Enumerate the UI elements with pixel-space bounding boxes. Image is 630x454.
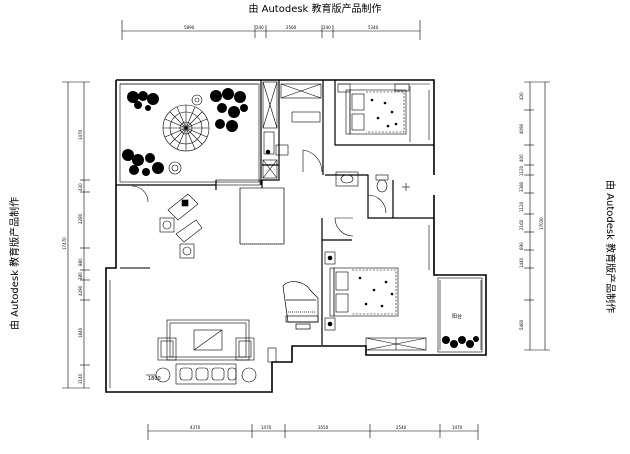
dim-bottom-1: 4370 bbox=[190, 425, 201, 430]
dim-right-7: 2160 bbox=[519, 219, 524, 230]
study-desk bbox=[159, 193, 203, 259]
storage-cabinets bbox=[262, 81, 322, 179]
dim-bottom-2: 1470 bbox=[261, 425, 272, 430]
dim-right-1: 430 bbox=[519, 92, 524, 100]
living-room-furniture bbox=[146, 319, 277, 385]
dim-left-5: 380 bbox=[78, 272, 83, 280]
dim-left-2: 430 bbox=[78, 183, 83, 191]
left-dimension-line bbox=[62, 81, 90, 389]
dim-right-10: 5460 bbox=[519, 319, 524, 330]
rosette-ornament bbox=[162, 104, 210, 152]
grand-piano bbox=[282, 281, 319, 330]
balcony-label: 阳台 bbox=[452, 313, 462, 320]
dim-right-5: 3380 bbox=[519, 181, 524, 192]
corner-note: 1800 bbox=[148, 376, 161, 382]
exterior-walls bbox=[105, 79, 487, 393]
dim-right-3: 400 bbox=[519, 154, 524, 162]
dim-left-6: 4290 bbox=[78, 285, 83, 296]
dim-left-total: 17470 bbox=[62, 237, 67, 250]
second-bed bbox=[324, 251, 427, 351]
dim-left-7: 1840 bbox=[78, 327, 83, 338]
dim-top-1: 5890 bbox=[184, 25, 195, 30]
dim-left-1: 3470 bbox=[78, 129, 83, 140]
dim-right-8: 690 bbox=[519, 242, 524, 250]
dim-bottom-3: 3550 bbox=[318, 425, 329, 430]
dim-left-4: 880 bbox=[78, 258, 83, 266]
master-bed bbox=[337, 83, 410, 135]
dining-table bbox=[239, 187, 285, 245]
plant-icon bbox=[122, 149, 164, 176]
door-swings bbox=[131, 149, 387, 237]
dim-bottom-4: 2540 bbox=[396, 425, 407, 430]
windows bbox=[109, 83, 482, 388]
dim-right-2: 4090 bbox=[519, 123, 524, 134]
dim-right-4: 1120 bbox=[519, 165, 524, 176]
top-dimension-line bbox=[121, 20, 421, 40]
plant-icon bbox=[168, 94, 203, 175]
dim-left-3: 2280 bbox=[78, 213, 83, 224]
plant-icon bbox=[442, 336, 479, 348]
small-desk bbox=[263, 131, 289, 156]
dim-right-total: 17030 bbox=[539, 217, 544, 230]
dim-top-3: 2560 bbox=[286, 25, 297, 30]
dim-bottom-5: 1470 bbox=[452, 425, 463, 430]
dim-top-4: 240 bbox=[323, 25, 331, 30]
interior-walls bbox=[116, 80, 435, 345]
dim-right-6: 1120 bbox=[519, 201, 524, 212]
dim-top-5: 5340 bbox=[368, 25, 379, 30]
garden-ledge bbox=[215, 179, 261, 186]
dim-left-8: 3140 bbox=[78, 373, 83, 384]
plant-icon bbox=[210, 88, 248, 132]
right-dimension-line bbox=[524, 81, 550, 351]
balcony-area bbox=[437, 277, 483, 353]
garden-planting bbox=[119, 83, 261, 186]
bottom-dimension-line bbox=[147, 424, 479, 440]
dim-right-9: 1440 bbox=[519, 257, 524, 268]
dim-top-2: 240 bbox=[256, 25, 264, 30]
bathroom-fixtures bbox=[335, 171, 410, 193]
plant-icon bbox=[127, 91, 159, 111]
watermark-top: 由 Autodesk 教育版产品制作 bbox=[248, 4, 382, 15]
